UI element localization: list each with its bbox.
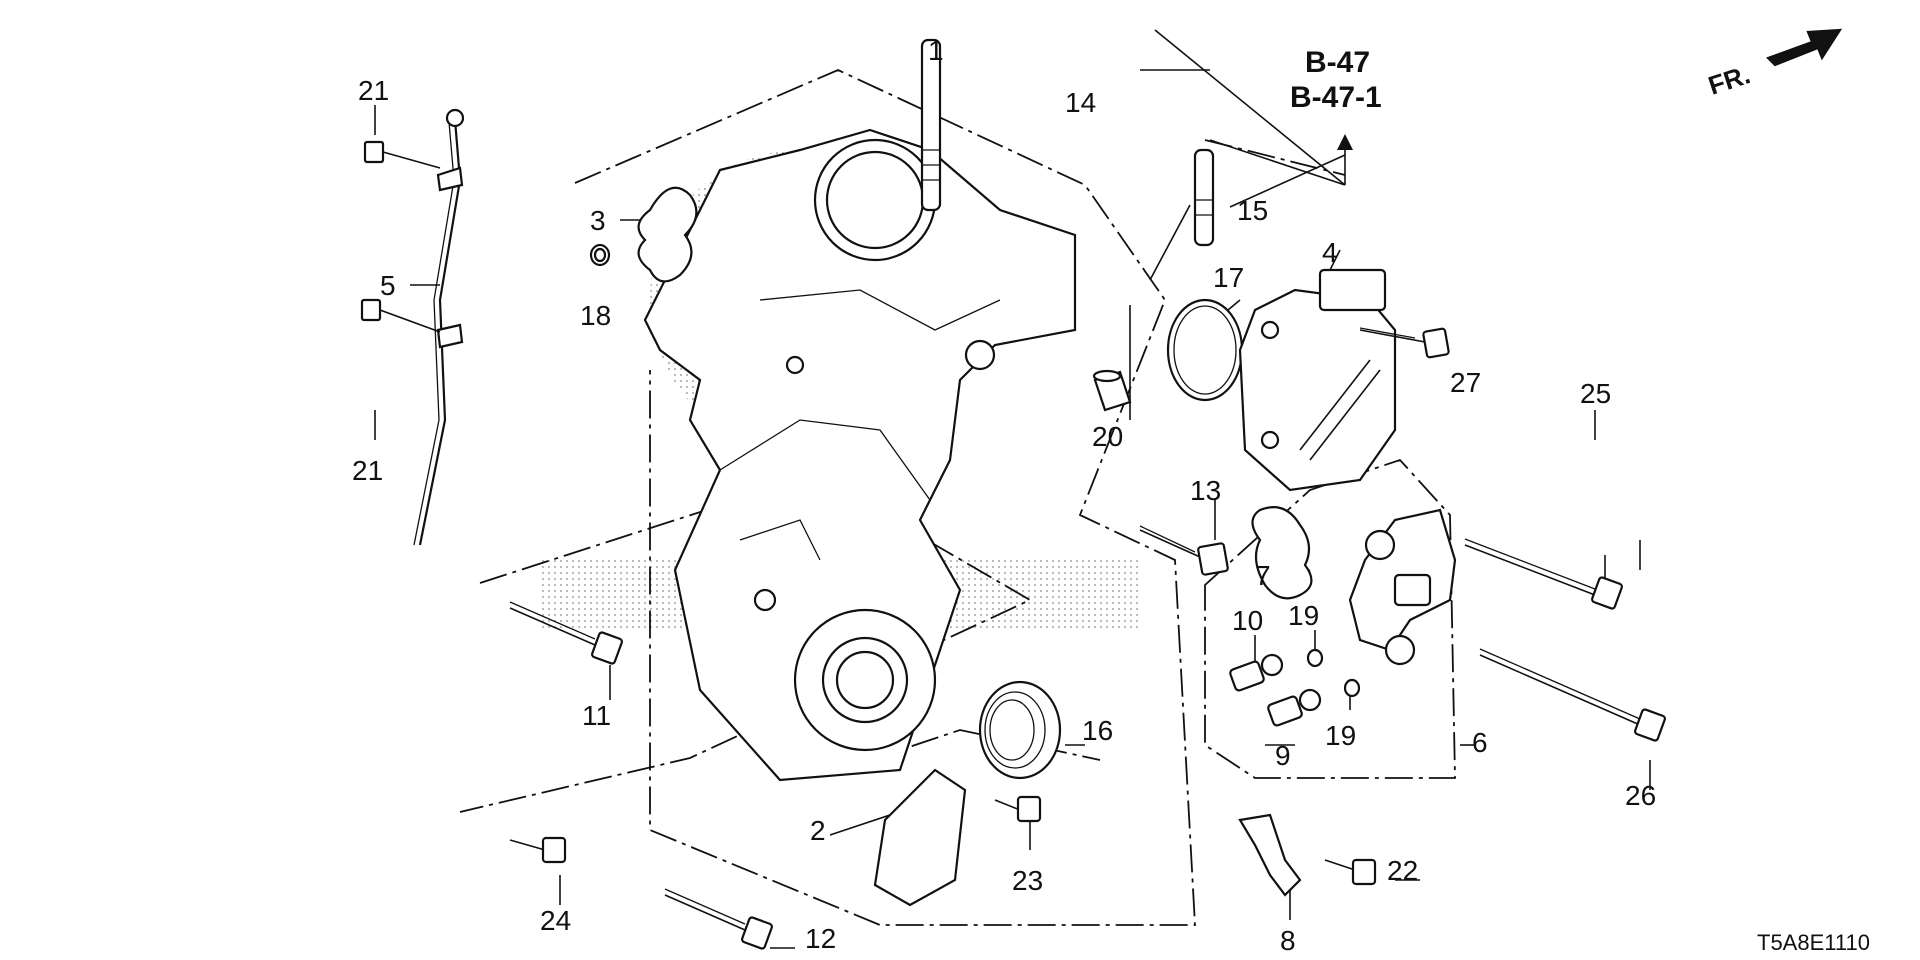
bolt-27 (1359, 327, 1450, 359)
bolt-24 (509, 836, 567, 864)
callout-14: 14 (1065, 87, 1096, 118)
bolt-21-lower (360, 298, 441, 333)
callout-2: 2 (810, 815, 826, 846)
bolt-23 (994, 795, 1042, 823)
bolt-22 (1324, 858, 1377, 886)
callout-4: 4 (1322, 237, 1338, 268)
washers-19 (1306, 648, 1361, 698)
diagram-code: T5A8E1110 (1757, 930, 1870, 955)
callout-22: 22 (1387, 855, 1418, 886)
o-ring-17 (1166, 298, 1244, 402)
callout-6: 6 (1472, 727, 1488, 758)
oil-seal-16 (978, 680, 1062, 780)
callout-19-upper: 19 (1288, 600, 1319, 631)
callout-24: 24 (540, 905, 571, 936)
callout-5: 5 (380, 270, 396, 301)
callout-15: 15 (1237, 195, 1268, 226)
callout-25: 25 (1580, 378, 1611, 409)
reference-b-47[interactable]: B-47 (1305, 46, 1370, 79)
dowel-pin-20 (1092, 369, 1132, 412)
callout-3: 3 (590, 205, 606, 236)
housing-4 (1238, 268, 1397, 492)
callout-19-lower: 19 (1325, 720, 1356, 751)
spool-valve-6 (1348, 508, 1457, 666)
callout-21-upper: 21 (358, 75, 389, 106)
reference-b-47-1[interactable]: B-47-1 (1290, 81, 1382, 114)
callout-7: 7 (1255, 560, 1271, 591)
bolt-25 (1464, 538, 1623, 610)
front-label: FR. (1705, 59, 1754, 100)
front-direction-arrow: FR. (1705, 28, 1843, 101)
callout-12: 12 (805, 923, 836, 954)
callouts: 1 2 3 4 5 6 7 8 9 10 11 12 13 14 15 16 1… (352, 35, 1656, 956)
gasket-7 (1251, 506, 1313, 600)
bolt-11 (509, 601, 623, 665)
callout-10: 10 (1232, 605, 1263, 636)
bolt-13 (1139, 525, 1229, 576)
callout-9: 9 (1275, 740, 1291, 771)
callout-23: 23 (1012, 865, 1043, 896)
callout-13: 13 (1190, 475, 1221, 506)
sensor-9 (1267, 688, 1322, 727)
callout-26: 26 (1625, 780, 1656, 811)
leader-lines (374, 29, 1651, 949)
callout-8: 8 (1280, 925, 1296, 956)
gasket-3 (637, 186, 698, 283)
callout-27: 27 (1450, 367, 1481, 398)
callout-11: 11 (582, 700, 611, 731)
o-ring-18 (589, 243, 611, 267)
sensor-10 (1229, 653, 1284, 692)
chain-case (643, 128, 1077, 782)
callout-18: 18 (580, 300, 611, 331)
callout-1: 1 (928, 35, 944, 66)
stud-15 (1193, 148, 1215, 247)
callout-17: 17 (1213, 262, 1244, 293)
stud-14 (920, 38, 942, 212)
bracket-8 (1238, 813, 1302, 897)
callout-16: 16 (1082, 715, 1113, 746)
callout-21-lower: 21 (352, 455, 383, 486)
bolt-21-upper (363, 140, 441, 169)
bolt-12 (664, 888, 773, 950)
bolt-26 (1479, 648, 1666, 742)
callout-20: 20 (1092, 421, 1123, 452)
dipstick-tube-5 (413, 108, 465, 546)
cover-plate-2 (873, 768, 967, 907)
